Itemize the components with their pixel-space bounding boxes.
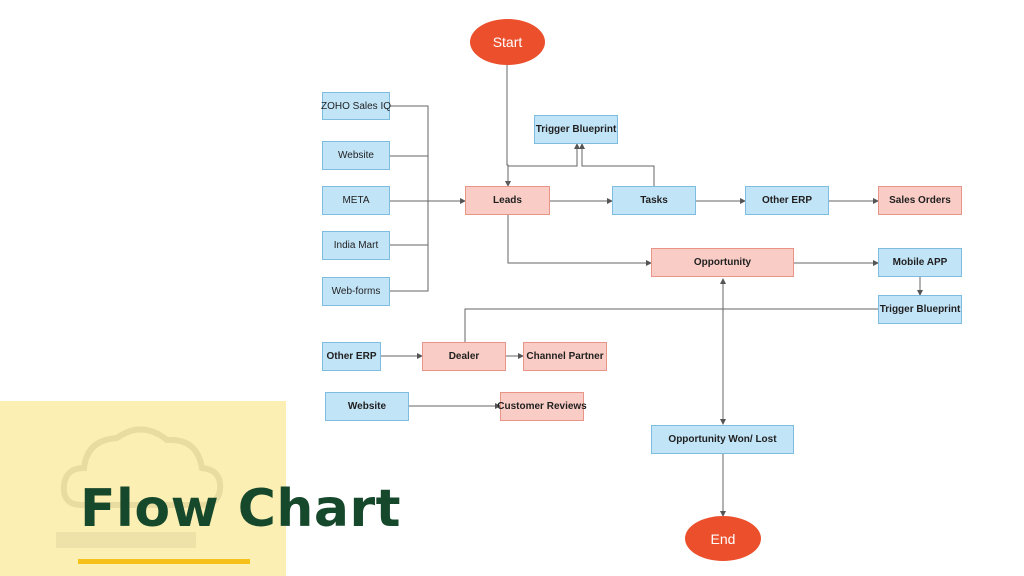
connector-indiamart-merge [390, 201, 429, 246]
website-source-node: Website [322, 141, 390, 170]
trigger-blueprint-top-node: Trigger Blueprint [534, 115, 618, 144]
end-node: End [685, 516, 761, 561]
connector-zoho-merge [390, 105, 429, 201]
chart-title: Flow Chart [80, 479, 401, 539]
other-erp-top-node: Other ERP [745, 186, 829, 215]
web-forms-node: Web-forms [322, 277, 390, 306]
channel-partner-node: Channel Partner [523, 342, 607, 371]
connector-leads-trigger [507, 143, 580, 186]
sales-orders-node: Sales Orders [878, 186, 962, 215]
other-erp-left-node: Other ERP [322, 342, 381, 371]
opportunity-node: Opportunity [651, 248, 794, 277]
website-reviews-node: Website [325, 392, 409, 421]
title-underline [78, 559, 250, 564]
cloud-logo-watermark [56, 426, 224, 548]
customer-reviews-node: Customer Reviews [497, 392, 587, 421]
opportunity-won-lost-node: Opportunity Won/ Lost [651, 425, 794, 454]
mobile-app-node: Mobile APP [878, 248, 962, 277]
connector-leads-opportunity [507, 215, 652, 266]
connector-tasks-trigger [579, 143, 655, 186]
start-node: Start [470, 19, 545, 65]
meta-node: META [322, 186, 390, 215]
tasks-node: Tasks [612, 186, 696, 215]
dealer-node: Dealer [422, 342, 506, 371]
trigger-blueprint-right-node: Trigger Blueprint [878, 295, 962, 324]
leads-node: Leads [465, 186, 550, 215]
connector-webforms-merge [390, 245, 429, 292]
zoho-sales-iq-node: ZOHO Sales IQ [321, 92, 391, 120]
india-mart-node: India Mart [322, 231, 390, 260]
connector-trigger-dealer [464, 308, 878, 342]
